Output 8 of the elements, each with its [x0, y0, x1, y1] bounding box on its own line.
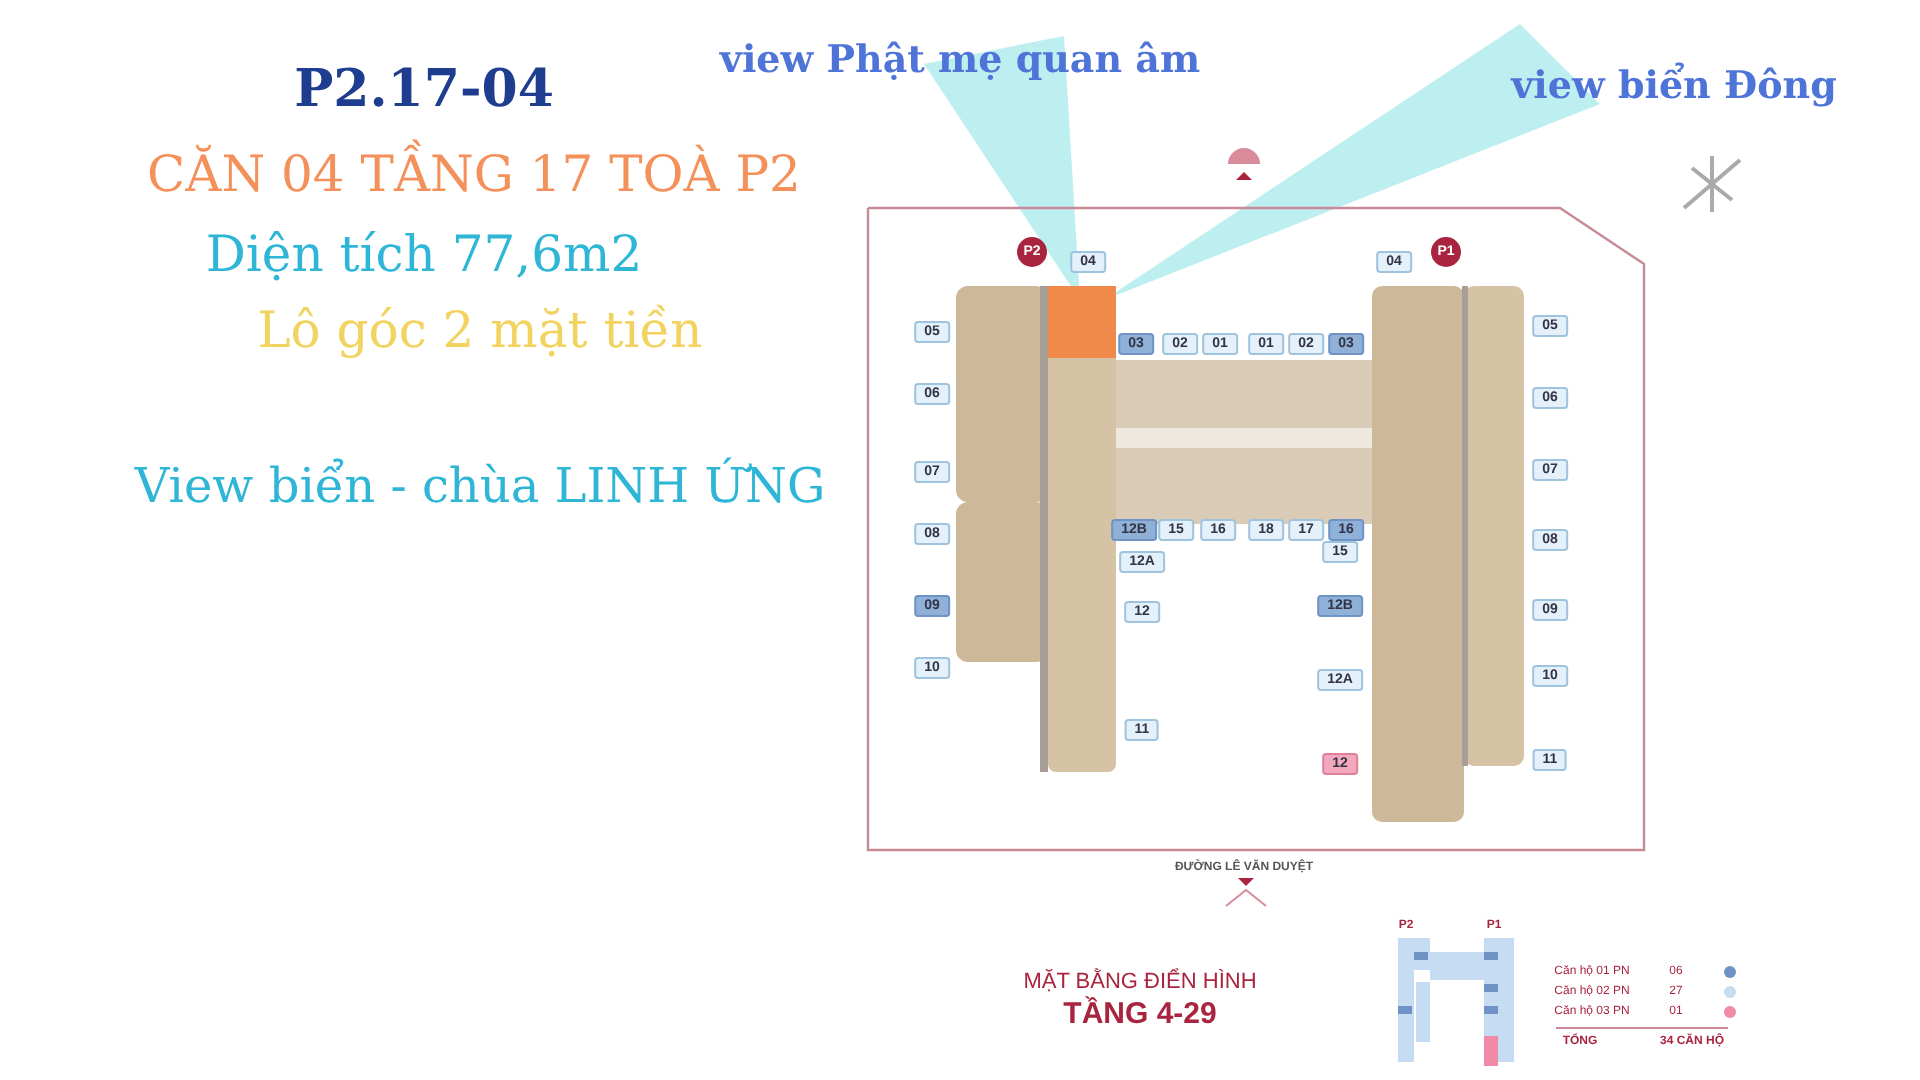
heading: Lô góc 2 mặt tiền — [257, 301, 703, 359]
view-label: view Phật mẹ quan âm — [719, 38, 1201, 82]
plan-title: MẶT BẰNG ĐIỂN HÌNH — [1023, 970, 1257, 994]
plan-title: TẦNG 4-29 — [1063, 997, 1217, 1031]
view-label: view biển Đông — [1511, 64, 1837, 108]
heading: Diện tích 77,6m2 — [205, 225, 643, 283]
heading: View biển - chùa LINH ỨNG — [134, 458, 826, 514]
heading: P2.17-04 — [294, 60, 554, 120]
